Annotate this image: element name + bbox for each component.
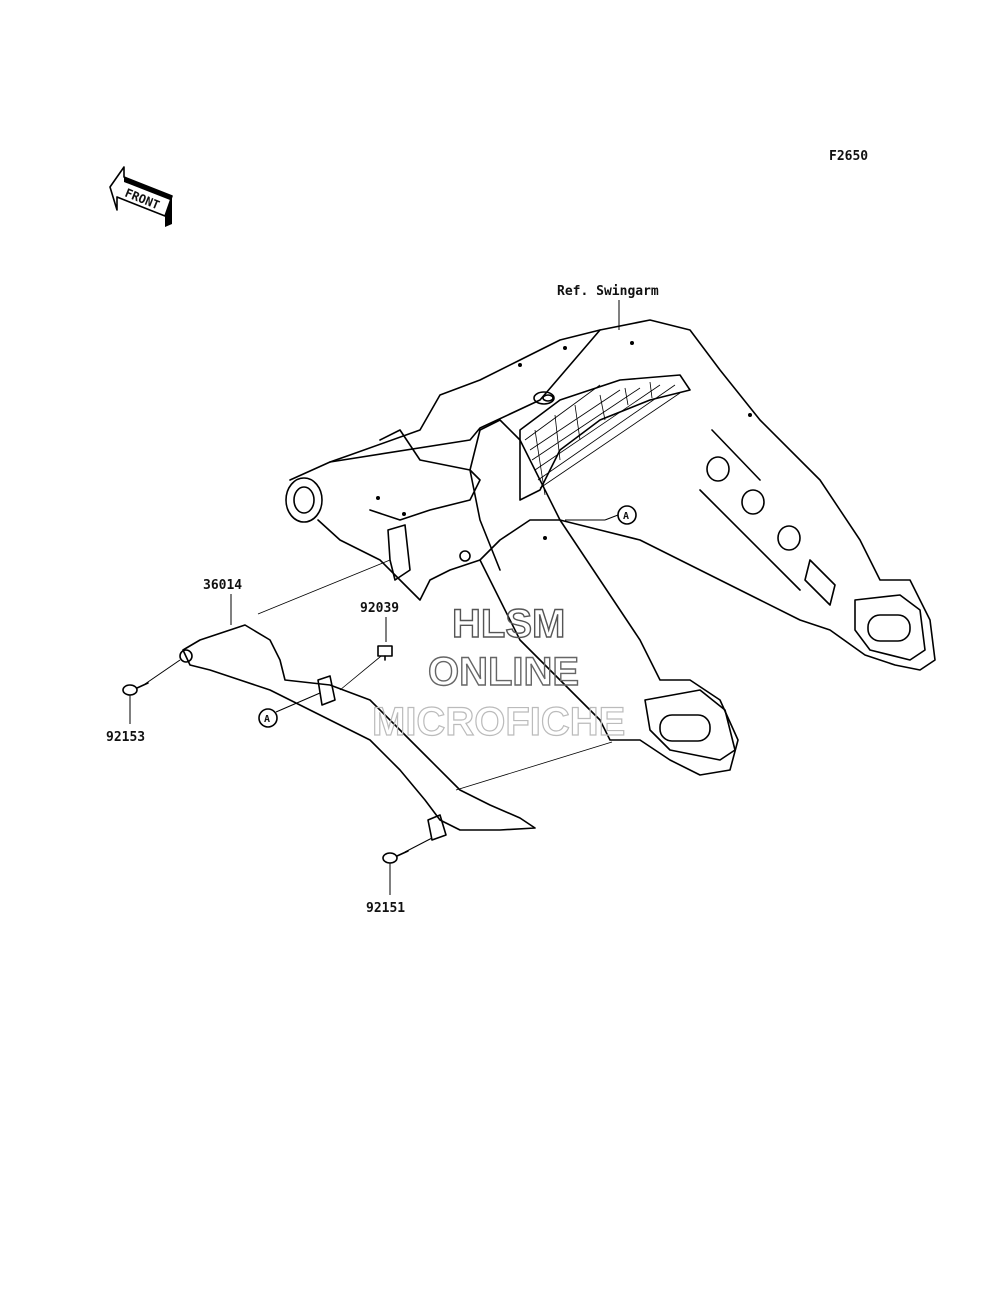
part-92153-label: 92153	[106, 730, 145, 745]
watermark: HLSM ONLINE MICROFICHE	[371, 601, 626, 744]
screw-92151-icon	[382, 850, 409, 864]
watermark-line1: HLSM	[452, 602, 565, 646]
swingarm	[285, 319, 936, 776]
part-92151-label: 92151	[366, 901, 405, 916]
svg-text:A: A	[623, 511, 629, 522]
bolt-92039-icon	[377, 645, 393, 661]
part-36014-label: 36014	[203, 578, 242, 593]
svg-text:A: A	[264, 714, 270, 725]
watermark-line2: ONLINE	[428, 650, 579, 694]
front-arrow-icon: FRONT	[109, 166, 173, 227]
figure-code: F2650	[829, 149, 868, 164]
ref-a-upper-marker: A	[565, 505, 637, 525]
screw-92153-icon	[122, 682, 149, 696]
part-92039-label: 92039	[360, 601, 399, 616]
ref-a-lower-marker: A	[258, 692, 321, 728]
watermark-line3: MICROFICHE	[372, 700, 625, 744]
chain-cover	[179, 624, 536, 841]
ref-swingarm-label: Ref. Swingarm	[557, 284, 659, 299]
